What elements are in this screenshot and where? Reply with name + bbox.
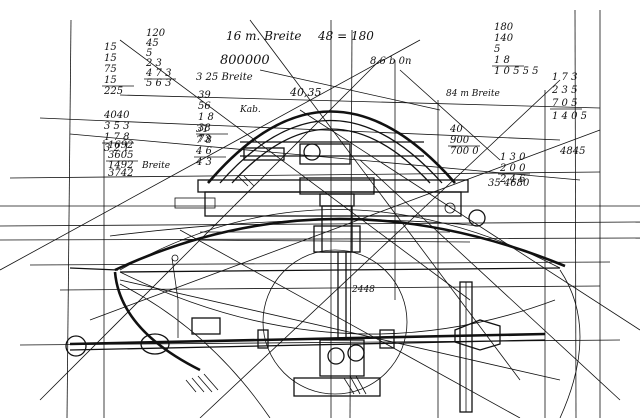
annotations: 16 m. Breite 800000 48 = 180 8.6 b 0n 3 … — [108, 29, 585, 295]
calc-number: 180 — [494, 22, 514, 33]
calc-number: 225 — [103, 86, 123, 97]
calc-number: 5 — [494, 44, 500, 55]
note-right-lower: 35 4680 — [488, 178, 530, 189]
note-left-low2: Breite — [141, 161, 170, 171]
note-right-mid-value: 4845 — [559, 146, 585, 157]
calc-number: 7 8 — [196, 135, 212, 146]
hull — [69, 217, 566, 372]
calc-number: 15 — [104, 42, 117, 53]
calc-number: 3605 — [108, 150, 133, 161]
calc-number: 700 0 — [450, 146, 479, 157]
calc-number: 4 7 3 — [145, 68, 171, 79]
calc-number: 45 — [145, 38, 159, 49]
calc-number: 1 3 0 — [500, 152, 526, 163]
calc-number: 1692 — [108, 140, 133, 151]
note-spin-label: 2448 — [351, 285, 375, 295]
note-left-mid: 3 25 Breite — [196, 72, 253, 83]
note-dome-value: 800000 — [220, 53, 270, 68]
calc-number: 15 — [104, 75, 117, 86]
calc-number: 39 — [198, 90, 211, 101]
calc-number: 900 — [450, 135, 470, 146]
calc-number: 4040 — [103, 110, 130, 121]
calc-number: 7 0 5 — [552, 98, 577, 109]
calc-number: 31 — [196, 124, 209, 135]
calc-number: 3 5 3 — [104, 121, 129, 132]
calc-number: 2 4 6 — [499, 174, 526, 185]
calc-number: 4 3 — [195, 157, 212, 168]
calc-number: 5 6 3 — [146, 78, 171, 89]
propeller-shaft — [65, 254, 546, 413]
calc-number: 15 — [104, 53, 117, 64]
calc-number: 75 — [104, 64, 117, 75]
calc-number: 1 4 0 5 — [552, 111, 587, 122]
note-right-top: 8.6 b 0n — [370, 56, 411, 67]
calc-col-d: 317 84 64 3 — [194, 124, 226, 168]
calc-number: 1 8 — [494, 55, 510, 66]
calc-number: 2 3 5 — [551, 85, 577, 96]
note-dome-label: 16 m. Breite — [226, 29, 302, 43]
calc-number: 2 3 — [145, 58, 162, 69]
calc-col-j: 1 3 02 0 02 4 6 — [498, 152, 530, 185]
calc-number: 56 — [198, 101, 211, 112]
calc-number: 5 — [146, 48, 152, 59]
calc-number: 1 8 — [198, 112, 214, 123]
calc-number: 1 0 5 5 5 — [494, 66, 539, 77]
calc-number: 73 — [198, 134, 211, 145]
calc-number: 3 2 1 — [104, 143, 129, 154]
calc-number: 1492 — [108, 160, 133, 171]
calc-col-i: 1 7 3 2 3 5 7 0 5 1 4 0 5 — [550, 72, 587, 122]
calc-number: 140 — [494, 33, 514, 44]
central-column — [293, 177, 381, 397]
note-top-eq: 48 = 180 — [317, 29, 374, 43]
calc-number: 1 7 8 — [104, 132, 129, 143]
hatching — [185, 175, 367, 395]
calc-number: 40 — [449, 124, 463, 135]
calc-number: 4 6 — [195, 146, 213, 157]
calc-number: 38 — [198, 123, 211, 134]
note-right-mid: 84 m Breite — [446, 89, 500, 99]
turret-dome — [174, 110, 486, 227]
note-cabin: Kab. — [239, 105, 261, 115]
calc-number: 2 0 0 — [499, 163, 526, 174]
calc-number: 1 7 3 — [552, 72, 577, 83]
note-mid-left: 40,35 — [289, 86, 322, 99]
calc-number: 120 — [146, 28, 166, 39]
note-left-low: 3742 — [108, 168, 133, 179]
